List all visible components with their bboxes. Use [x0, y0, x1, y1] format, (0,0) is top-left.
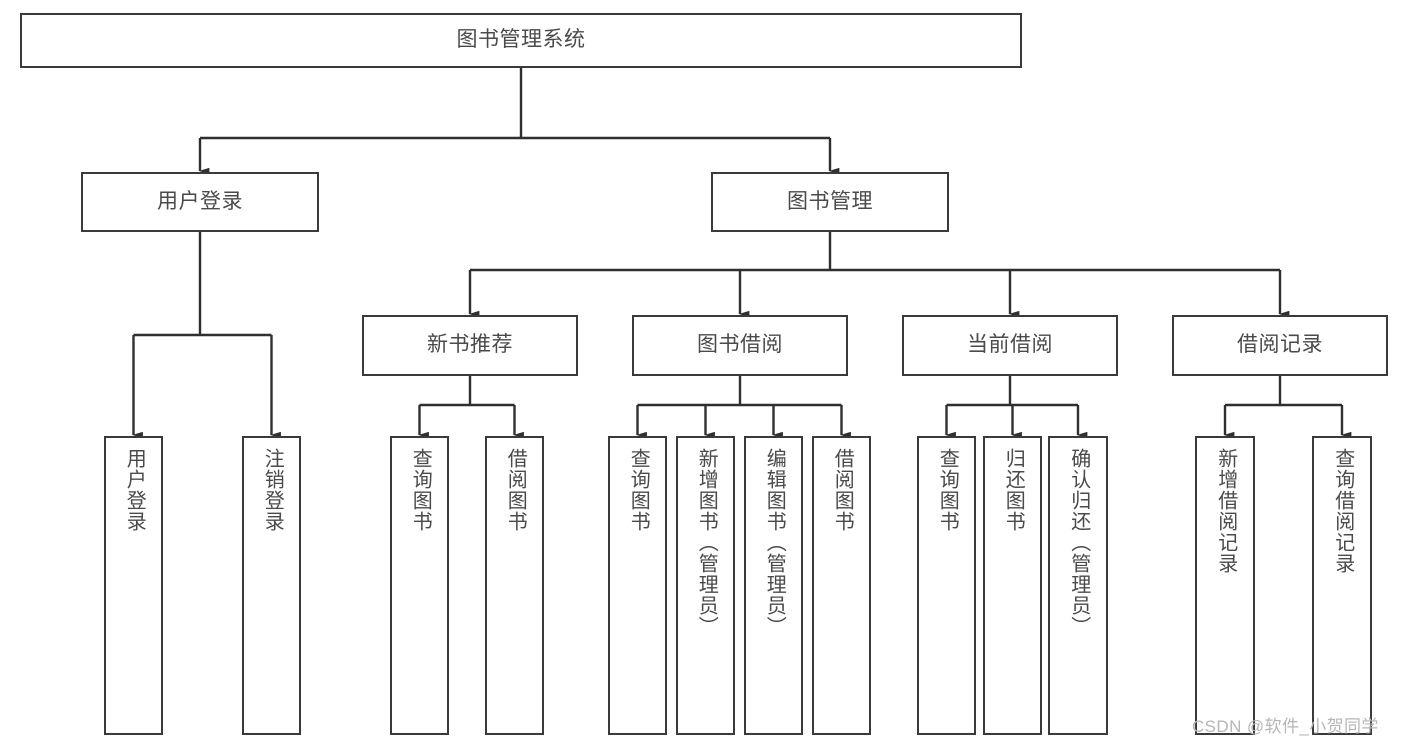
node-label: 当前借阅	[967, 333, 1053, 357]
node-leaf-borrow-book-2[interactable]: 借阅图书	[812, 436, 871, 735]
node-book-borrow[interactable]: 图书借阅	[632, 315, 848, 376]
node-label: 归还图书	[1002, 448, 1025, 532]
node-label: 图书管理	[787, 189, 873, 213]
node-leaf-return-book[interactable]: 归还图书	[983, 436, 1042, 735]
node-leaf-borrow-book-1[interactable]: 借阅图书	[485, 436, 544, 735]
node-label: 借阅图书	[831, 448, 854, 532]
node-label: 查询借阅记录	[1331, 448, 1354, 574]
node-leaf-add-book[interactable]: 新增图书（管理员）	[676, 436, 735, 735]
node-leaf-confirm-return[interactable]: 确认归还（管理员）	[1048, 436, 1108, 735]
node-current-borrow[interactable]: 当前借阅	[902, 315, 1118, 376]
node-leaf-query-record[interactable]: 查询借阅记录	[1312, 436, 1372, 735]
edge-group	[132, 68, 1352, 439]
node-label: 查询图书	[936, 448, 959, 532]
node-label: 借阅记录	[1237, 333, 1323, 357]
node-borrow-record[interactable]: 借阅记录	[1172, 315, 1388, 376]
node-label: 查询图书	[409, 448, 432, 532]
node-label: 图书管理系统	[456, 28, 586, 52]
node-leaf-user-login[interactable]: 用户登录	[104, 436, 163, 735]
node-leaf-add-record[interactable]: 新增借阅记录	[1195, 436, 1255, 735]
node-label: 新书推荐	[427, 333, 513, 357]
node-leaf-query-book-1[interactable]: 查询图书	[390, 436, 449, 735]
node-leaf-logout[interactable]: 注销登录	[242, 436, 301, 735]
node-leaf-query-book-3[interactable]: 查询图书	[917, 436, 976, 735]
node-label: 注销登录	[261, 448, 284, 532]
node-leaf-query-book-2[interactable]: 查询图书	[608, 436, 667, 735]
node-book-manage[interactable]: 图书管理	[711, 172, 949, 232]
node-label: 用户登录	[157, 189, 243, 213]
node-new-book-recommend[interactable]: 新书推荐	[362, 315, 578, 376]
node-label: 查询图书	[627, 448, 650, 532]
node-root[interactable]: 图书管理系统	[20, 13, 1022, 68]
node-label: 图书借阅	[697, 333, 783, 357]
node-label: 确认归还（管理员）	[1067, 448, 1090, 637]
node-label: 编辑图书（管理员）	[763, 448, 786, 637]
node-label: 新增图书（管理员）	[695, 448, 718, 637]
node-label: 借阅图书	[504, 448, 527, 532]
node-user-login[interactable]: 用户登录	[81, 172, 319, 232]
node-label: 新增借阅记录	[1214, 448, 1237, 574]
watermark-label: CSDN @软件_小贺同学	[1192, 717, 1379, 736]
node-leaf-edit-book[interactable]: 编辑图书（管理员）	[744, 436, 803, 735]
node-label: 用户登录	[123, 448, 146, 532]
